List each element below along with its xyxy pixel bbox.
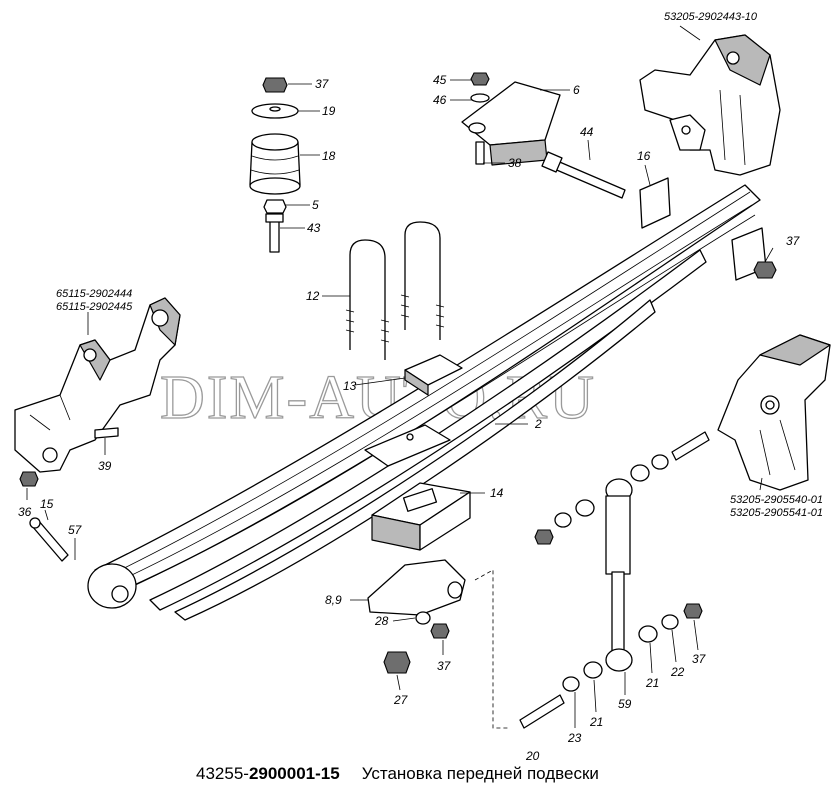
callout-38: 38 — [508, 156, 522, 170]
shock-absorber-icon — [519, 431, 710, 729]
part-number-rear-bracket: 53205-2902443-10 — [664, 11, 758, 23]
callout-46: 46 — [433, 93, 447, 107]
callout-59: 59 — [618, 697, 632, 711]
callout-43: 43 — [307, 221, 321, 235]
leader-lines — [26, 25, 774, 728]
rear-bracket-icon — [639, 34, 781, 176]
diagram-caption: 43255-2900001-15 Установка передней подве… — [196, 764, 599, 784]
spring-pad-icon — [371, 482, 471, 551]
callout-23: 23 — [567, 731, 582, 745]
callout-45: 45 — [433, 73, 447, 87]
part-number-front-bracket-1: 65115-2902444 — [56, 288, 132, 300]
spring-pin-icon — [19, 427, 119, 562]
callout-19: 19 — [322, 104, 336, 118]
callout-2: 2 — [534, 417, 542, 431]
callout-21-left: 21 — [589, 715, 603, 729]
callout-18: 18 — [322, 149, 336, 163]
front-bracket-icon — [14, 297, 181, 473]
callout-39: 39 — [98, 459, 112, 473]
rubber-buffer-icon — [249, 77, 301, 253]
callout-20: 20 — [525, 749, 540, 763]
callout-6: 6 — [573, 83, 580, 97]
callout-36: 36 — [18, 505, 32, 519]
long-bolt-icon — [541, 151, 626, 199]
callout-37-lower: 37 — [437, 659, 452, 673]
part-number-shock-bracket-1: 53205-2905540-01 — [730, 494, 823, 506]
callout-57: 57 — [68, 523, 83, 537]
shock-bracket-icon — [717, 334, 831, 491]
callout-12: 12 — [306, 289, 320, 303]
callout-37-bottom: 37 — [692, 652, 707, 666]
callout-27: 27 — [393, 693, 409, 707]
callout-13: 13 — [343, 379, 357, 393]
callout-8-9: 8,9 — [325, 593, 342, 607]
callout-numbers: 37 19 18 5 43 45 46 6 38 44 16 37 12 13 … — [18, 73, 801, 763]
callout-37: 37 — [315, 77, 330, 91]
stop-bracket-icon — [367, 559, 466, 674]
callout-15: 15 — [40, 497, 54, 511]
callout-37-right: 37 — [786, 234, 801, 248]
bump-bracket-icon — [461, 72, 561, 166]
part-number-shock-bracket-2: 53205-2905541-01 — [730, 507, 823, 519]
callout-5: 5 — [312, 198, 319, 212]
callout-44: 44 — [580, 125, 594, 139]
part-number-labels: 53205-2902443-10 65115-2902444 65115-290… — [56, 11, 823, 519]
part-number-front-bracket-2: 65115-2902445 — [56, 301, 133, 313]
caption-code-bold: 2900001-15 — [248, 764, 340, 783]
callout-22: 22 — [670, 665, 685, 679]
callout-16: 16 — [637, 149, 651, 163]
plate-icon — [639, 177, 777, 281]
callout-28: 28 — [374, 614, 389, 628]
caption-code-prefix: 43255- — [196, 764, 249, 783]
callout-21-right: 21 — [645, 676, 659, 690]
caption-title: Установка передней подвески — [361, 764, 599, 783]
u-bolt-icon — [345, 221, 463, 396]
callout-14: 14 — [490, 486, 504, 500]
